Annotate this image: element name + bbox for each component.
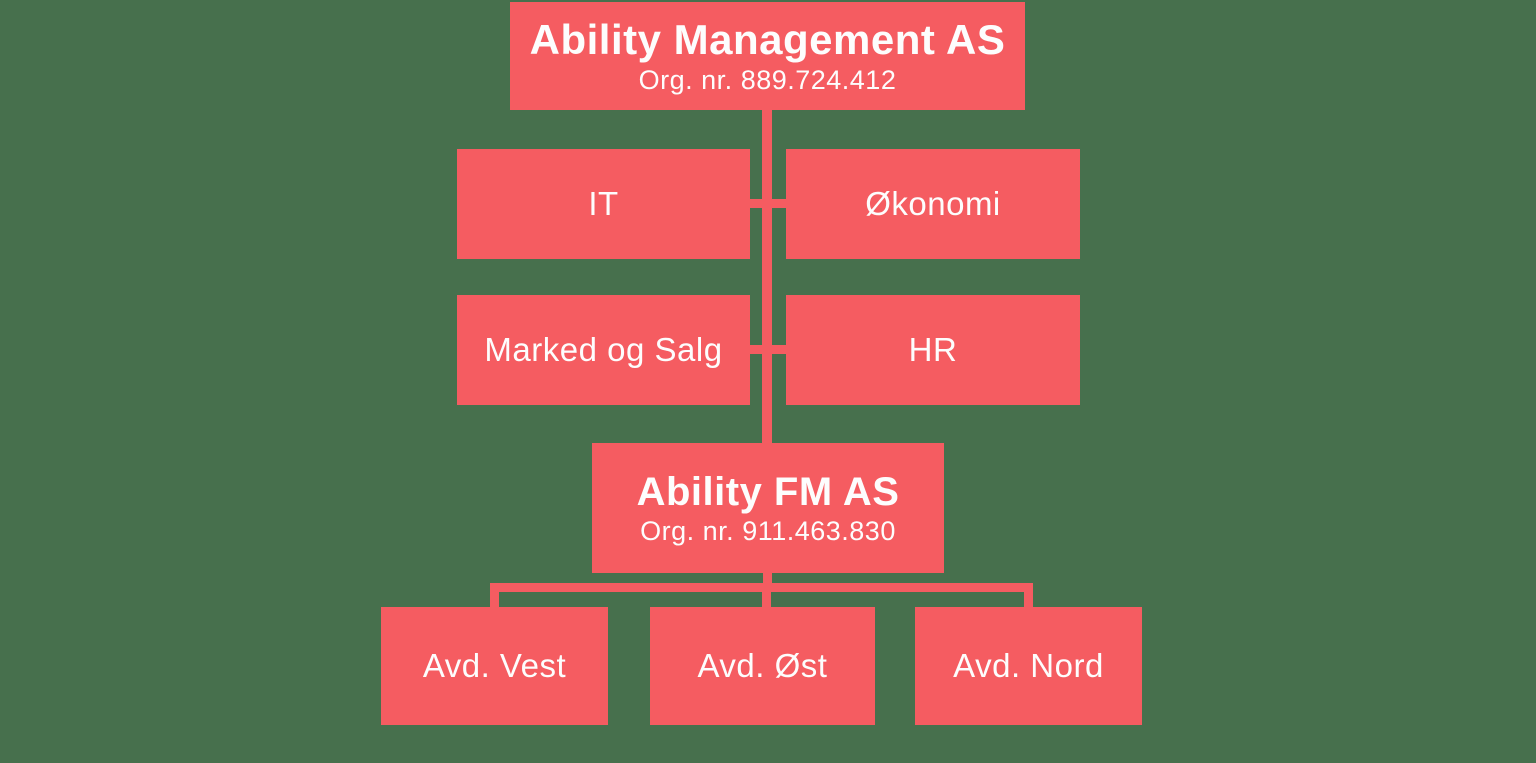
org-node-hr: HR — [786, 295, 1080, 405]
org-node-root-orgnr: Org. nr. 889.724.412 — [638, 64, 897, 95]
org-node-avd-vest-label: Avd. Vest — [422, 647, 567, 684]
org-node-avd-vest: Avd. Vest — [381, 607, 608, 725]
org-node-avd-nord-label: Avd. Nord — [953, 647, 1104, 684]
org-node-avd-ost-label: Avd. Øst — [697, 647, 828, 684]
org-node-subsidiary: Ability FM AS Org. nr. 911.463.830 — [592, 443, 944, 573]
org-node-avd-nord: Avd. Nord — [915, 607, 1142, 725]
org-node-marked-og-salg-label: Marked og Salg — [484, 331, 723, 368]
connector-row1-stub — [748, 199, 788, 208]
org-node-avd-ost: Avd. Øst — [650, 607, 875, 725]
org-node-okonomi: Økonomi — [786, 149, 1080, 259]
connector-fm-drop — [763, 571, 772, 587]
org-node-subsidiary-name: Ability FM AS — [636, 469, 900, 514]
connector-branch-vest-drop — [490, 585, 499, 609]
connector-root-spine — [762, 108, 772, 443]
connector-branches-bar — [490, 583, 1033, 592]
connector-branch-ost-drop — [762, 585, 771, 609]
org-node-root-name: Ability Management AS — [529, 15, 1006, 63]
org-node-hr-label: HR — [908, 331, 958, 368]
org-node-okonomi-label: Økonomi — [865, 185, 1001, 222]
connector-branch-nord-drop — [1024, 585, 1033, 609]
connector-row2-stub — [748, 345, 788, 354]
org-node-marked-og-salg: Marked og Salg — [457, 295, 750, 405]
org-node-subsidiary-orgnr: Org. nr. 911.463.830 — [640, 515, 896, 546]
org-node-it: IT — [457, 149, 750, 259]
org-node-root: Ability Management AS Org. nr. 889.724.4… — [510, 2, 1025, 110]
org-node-it-label: IT — [588, 185, 619, 222]
